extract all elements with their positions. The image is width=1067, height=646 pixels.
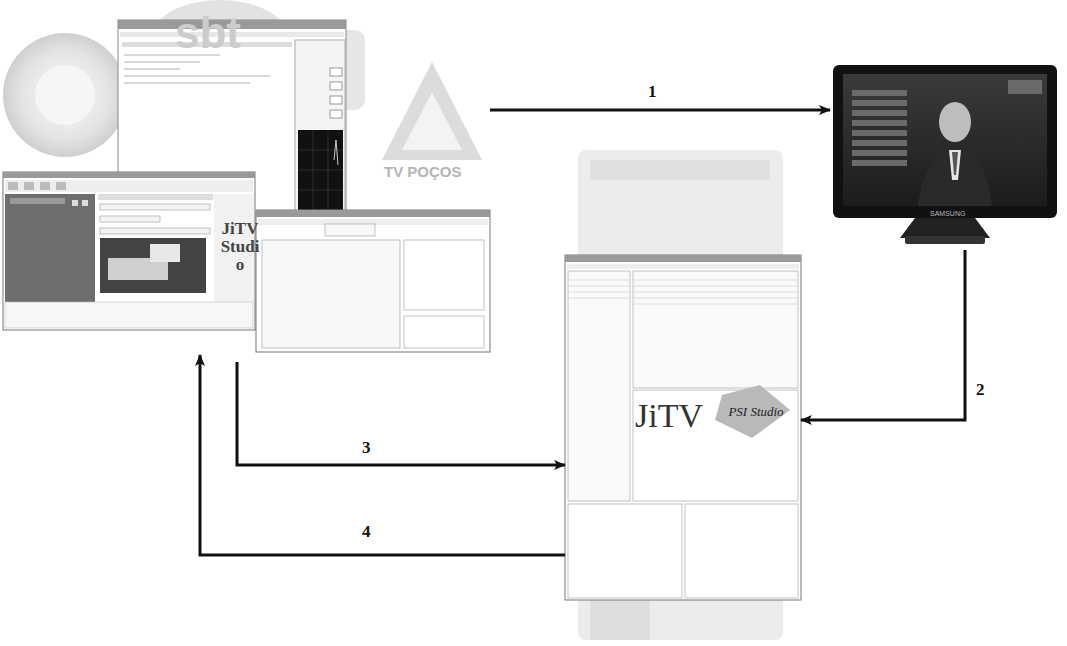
globo-logo: [3, 33, 127, 157]
callout-number: 4: [360, 522, 373, 542]
flow-arrow: [200, 355, 565, 555]
callout-number: 3: [360, 438, 373, 458]
flow-arrow: [490, 109, 830, 112]
callout-number: 2: [974, 380, 987, 400]
window: [565, 255, 801, 600]
node-box: SAMSUNG: [830, 60, 1060, 250]
tvpocos-logo: [382, 62, 482, 160]
window: [3, 172, 255, 330]
node-text: JiTV: [635, 397, 703, 435]
presenter: [939, 102, 971, 142]
node-box: JiTV PSI Studio: [565, 255, 801, 600]
tv-set: [833, 65, 1057, 218]
logo-label: sbt: [175, 8, 241, 58]
flow-arrow: [801, 250, 965, 420]
node-box: JiTV Studio: [5, 20, 490, 355]
node-text: JiTV Studio: [219, 220, 261, 274]
logo-label: TV POÇOS: [384, 163, 462, 180]
node-text: SAMSUNG: [930, 210, 960, 217]
psi-logo: [715, 385, 790, 438]
callout-number: 1: [646, 82, 659, 102]
window: [256, 210, 490, 352]
node-text: PSI Studio: [725, 405, 787, 419]
flow-arrow: [237, 362, 565, 465]
